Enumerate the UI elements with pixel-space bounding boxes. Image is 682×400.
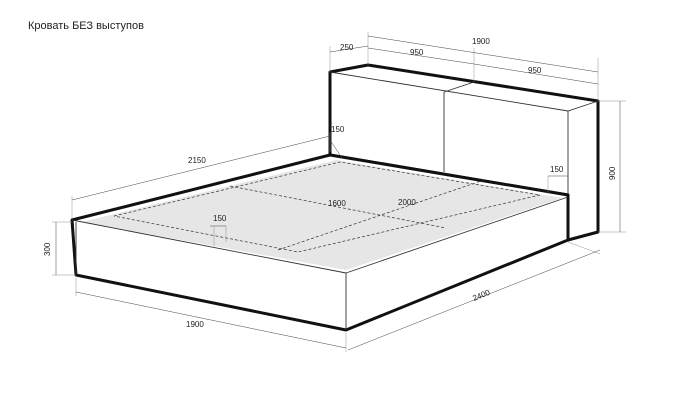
dim-label-2400: 2400: [471, 288, 491, 303]
mattress-area: [82, 160, 562, 270]
dim-label-900: 900: [608, 166, 617, 180]
mattress-width-line: [229, 185, 447, 229]
dim-label-1900-top: 1900: [472, 37, 490, 46]
base-top-right-edge: [345, 196, 569, 274]
dimension-labels: 250 950 1900 950 150 2150 1600 2000 150 …: [43, 37, 617, 329]
dim-line-2150: [71, 135, 331, 201]
bed-base: [70, 153, 570, 332]
base-top-front-edge: [71, 219, 347, 274]
dim-label-2150: 2150: [188, 156, 206, 165]
dim-line-1900-top: [367, 35, 599, 73]
dim-label-150-back: 150: [331, 125, 345, 134]
dim-label-1900-front: 1900: [186, 320, 204, 329]
dim-label-250: 250: [340, 43, 354, 52]
dim-label-950-left: 950: [410, 48, 424, 57]
dimension-lines: [52, 32, 626, 352]
mattress-length-line: [277, 179, 485, 251]
dim-line-1900-front: [75, 291, 347, 349]
page-title: Кровать БЕЗ выступов: [28, 20, 144, 32]
dim-line-150-back: [329, 139, 343, 159]
dim-label-1600: 1600: [328, 199, 346, 208]
dim-line-250: [329, 45, 369, 53]
dim-line-950-left: [367, 47, 475, 65]
dim-label-150-right: 150: [550, 165, 564, 174]
dim-label-150-front: 150: [213, 214, 227, 223]
dim-line-950-right: [473, 63, 599, 85]
dim-label-950-right: 950: [528, 66, 542, 75]
dim-label-300: 300: [43, 242, 52, 256]
dim-label-2000: 2000: [398, 198, 416, 207]
headboard-divider-top: [443, 81, 475, 93]
dim-line-2400: [347, 249, 601, 351]
mattress-outline: [113, 161, 541, 253]
